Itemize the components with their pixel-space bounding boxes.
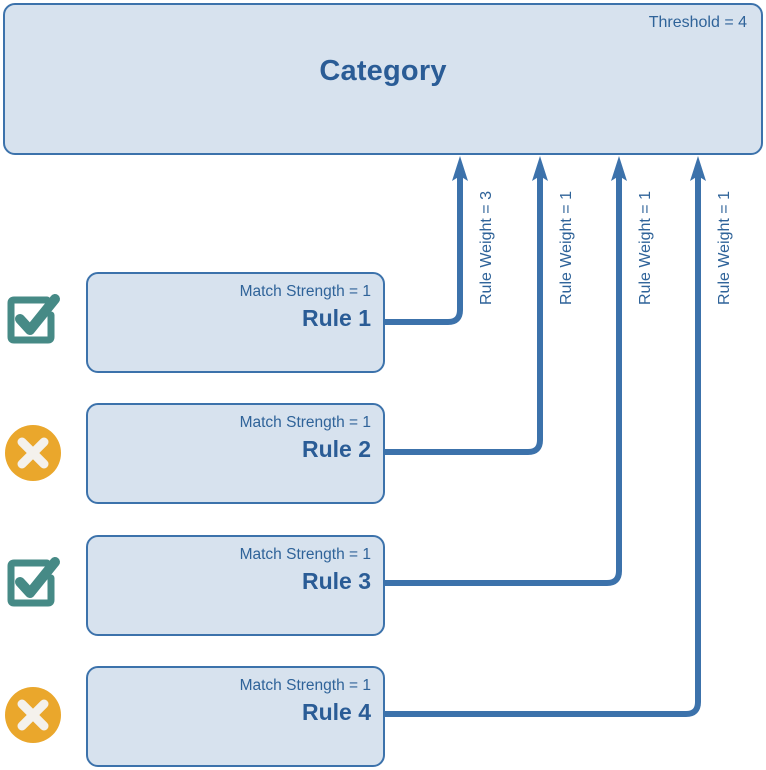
arrowhead-rule-3 xyxy=(611,156,627,181)
circle-x-icon xyxy=(5,687,61,743)
match-strength-label-3: Match Strength = 1 xyxy=(239,546,371,563)
status-icon-rule-4 xyxy=(3,685,63,745)
match-strength-label-1: Match Strength = 1 xyxy=(239,283,371,300)
rule-box-3[interactable]: Match Strength = 1 Rule 3 xyxy=(86,535,385,636)
rule-box-2[interactable]: Match Strength = 1 Rule 2 xyxy=(86,403,385,504)
rule-box-4[interactable]: Match Strength = 1 Rule 4 xyxy=(86,666,385,767)
category-title: Category xyxy=(319,55,447,87)
connector-rule-3 xyxy=(385,172,622,586)
arrowhead-rule-2 xyxy=(532,156,548,181)
arrowhead-rule-4 xyxy=(690,156,706,181)
arrowhead-rule-1 xyxy=(452,156,468,181)
checkbox-checked-icon xyxy=(7,294,60,344)
rule-weight-label-4: Rule Weight = 1 xyxy=(716,191,733,305)
match-strength-label-4: Match Strength = 1 xyxy=(239,677,371,694)
checkbox-checked-icon xyxy=(7,557,60,607)
category-box: Threshold = 4 Category xyxy=(3,3,763,155)
match-strength-label-2: Match Strength = 1 xyxy=(239,414,371,431)
connector-rule-1 xyxy=(385,172,463,325)
rule-name-3: Rule 3 xyxy=(301,568,371,594)
rule-weight-label-1: Rule Weight = 3 xyxy=(478,191,495,305)
circle-x-icon xyxy=(5,425,61,481)
status-icon-rule-3 xyxy=(3,551,63,611)
rule-weight-label-2: Rule Weight = 1 xyxy=(558,191,575,305)
rule-name-4: Rule 4 xyxy=(301,699,371,725)
status-icon-rule-2 xyxy=(3,423,63,483)
rule-weight-label-3: Rule Weight = 1 xyxy=(637,191,654,305)
status-icon-rule-1 xyxy=(3,288,63,348)
rule-box-1[interactable]: Match Strength = 1 Rule 1 xyxy=(86,272,385,373)
threshold-label: Threshold = 4 xyxy=(648,14,747,31)
rule-name-1: Rule 1 xyxy=(301,305,371,331)
rule-name-2: Rule 2 xyxy=(301,436,371,462)
connector-rule-2 xyxy=(385,172,543,455)
